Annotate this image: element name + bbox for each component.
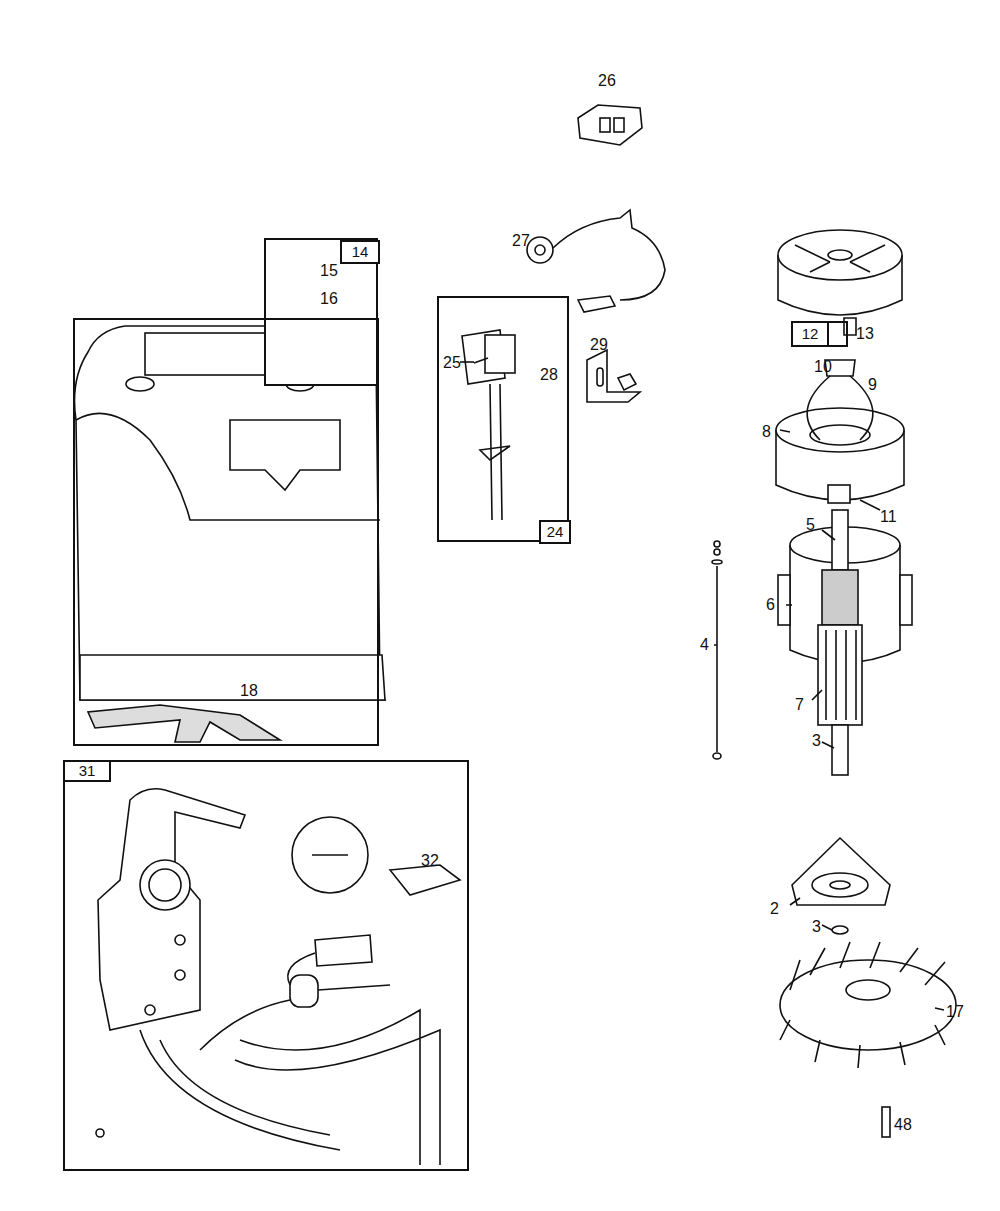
callout-number: 14 xyxy=(340,240,380,264)
callout-number: 27 xyxy=(512,232,530,250)
callout-number: 13 xyxy=(856,325,874,343)
callout-number: 31 xyxy=(63,760,111,782)
callout-number: 32 xyxy=(421,852,439,870)
callout-number: 10 xyxy=(814,358,832,376)
callout-number: 17 xyxy=(946,1003,964,1021)
callout-number: 48 xyxy=(894,1116,912,1134)
callout-number: 9 xyxy=(868,376,877,394)
callout-number: 6 xyxy=(766,596,775,614)
group-box: 12 xyxy=(791,321,848,347)
callout-number: 3 xyxy=(812,918,821,936)
callout-number: 15 xyxy=(320,262,338,280)
callout-number: 18 xyxy=(240,682,258,700)
group-box: 18 xyxy=(73,318,379,746)
callout-number: 24 xyxy=(539,520,571,544)
callout-number: 12 xyxy=(791,321,829,347)
callout-number: 16 xyxy=(320,290,338,308)
group-box: 1415 16 xyxy=(264,238,378,386)
callout-number: 28 xyxy=(540,366,558,384)
callout-number: 5 xyxy=(806,516,815,534)
callout-number: 3 xyxy=(812,732,821,750)
callout-number: 11 xyxy=(880,508,897,526)
callout-number: 29 xyxy=(590,336,608,354)
group-box: 31 32 xyxy=(63,760,469,1171)
callout-number: 25 xyxy=(443,354,461,372)
callout-number: 26 xyxy=(598,72,616,90)
callout-number: 8 xyxy=(762,423,771,441)
callout-number: 2 xyxy=(770,900,779,918)
callout-number: 4 xyxy=(700,636,709,654)
group-box: 24 25 xyxy=(437,296,569,542)
callout-number: 7 xyxy=(795,696,804,714)
